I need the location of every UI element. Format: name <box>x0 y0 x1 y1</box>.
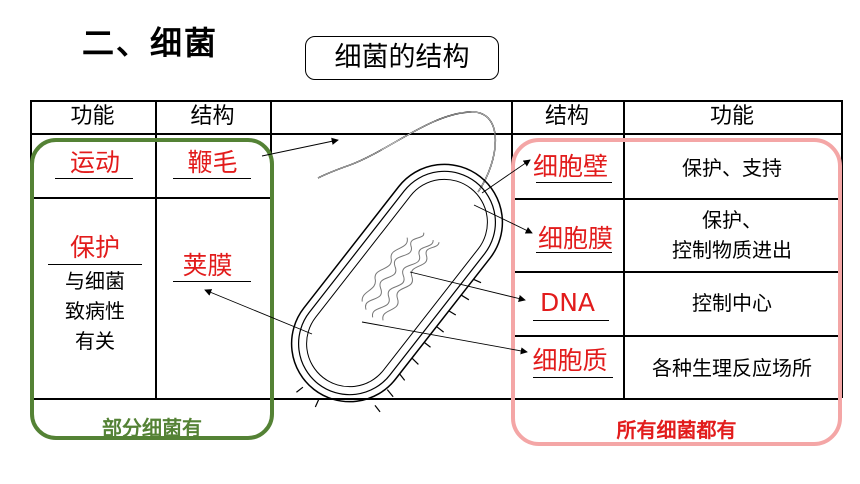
dna-tangle <box>361 232 440 321</box>
answer-blank <box>48 264 142 265</box>
arrow-capsule <box>204 289 313 335</box>
all-bacteria-label: 所有细菌都有 <box>616 418 737 442</box>
left-row-divider <box>30 197 270 199</box>
partial-bacteria-frame <box>30 138 274 440</box>
answer-blank <box>55 178 133 179</box>
function-dna: 控制中心 <box>692 291 772 315</box>
col-line-4 <box>623 100 625 398</box>
left-bottom-divider <box>30 398 270 400</box>
table-bottom-border <box>270 398 842 400</box>
answer-structure-cell-wall: 细胞壁 <box>532 152 608 181</box>
answer-blank <box>173 281 251 282</box>
capsule-note-line-2: 致病性 <box>65 299 125 323</box>
right-row-divider-1 <box>511 198 842 200</box>
answer-structure-cytoplasm: 细胞质 <box>532 346 608 375</box>
capsule-outline <box>290 163 504 403</box>
answer-blank <box>536 252 612 253</box>
col-line-1 <box>155 100 157 398</box>
answer-function-movement: 运动 <box>69 148 120 177</box>
table-top-border <box>30 100 842 102</box>
flagellum <box>317 111 497 193</box>
left-header-structure: 结构 <box>190 104 235 129</box>
right-row-divider-2 <box>511 271 842 273</box>
answer-blank <box>536 182 612 183</box>
arrow-cytoplasm <box>361 321 528 355</box>
right-header-function: 功能 <box>709 104 754 129</box>
arrow-cell-wall <box>481 159 531 194</box>
all-bacteria-frame <box>511 138 842 446</box>
answer-blank <box>533 377 613 378</box>
diagram-title: 细菌的结构 <box>305 36 499 80</box>
left-header-function: 功能 <box>70 104 115 129</box>
cell-membrane-outline <box>306 178 488 388</box>
arrow-dna <box>409 271 526 303</box>
function-cell-membrane-line-2: 控制物质进出 <box>672 238 792 262</box>
cell-wall-outline <box>297 170 497 396</box>
arrow-cell-membrane <box>473 204 533 234</box>
answer-blank <box>173 178 251 179</box>
table-header-divider <box>30 133 842 135</box>
answer-structure-dna: DNA <box>539 288 596 317</box>
function-cell-wall: 保护、支持 <box>682 156 782 180</box>
arrow-flagellum <box>261 137 339 157</box>
capsule-note-line-1: 与细菌 <box>65 269 125 293</box>
function-cell-membrane-line-1: 保护、 <box>702 208 762 232</box>
answer-structure-capsule: 荚膜 <box>182 251 233 280</box>
section-heading: 二、细菌 <box>82 24 219 62</box>
function-cytoplasm: 各种生理反应场所 <box>652 356 812 380</box>
answer-structure-cell-membrane: 细胞膜 <box>537 224 613 253</box>
answer-function-protection: 保护 <box>69 233 120 262</box>
partial-bacteria-label: 部分细菌有 <box>102 416 202 440</box>
capsule-note-line-3: 有关 <box>75 329 115 353</box>
right-header-structure: 结构 <box>544 104 589 129</box>
answer-blank <box>533 320 609 321</box>
answer-structure-flagellum: 鞭毛 <box>187 148 238 177</box>
right-row-divider-3 <box>511 335 842 337</box>
